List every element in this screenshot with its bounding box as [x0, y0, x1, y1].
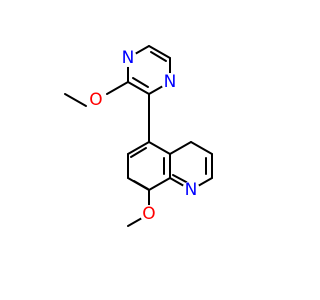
bond-pyz-c2-c3 [127, 81, 150, 95]
atom-label-o-methoxy-top: O [89, 90, 102, 110]
bond-q-c4a-c5 [148, 141, 171, 155]
bond-pyz-c5-c6 [148, 45, 171, 59]
label-layer: N N O N O [87, 48, 200, 224]
atom-label-n-pyrazine-4: N [122, 48, 135, 68]
molecule-structure-diagram: N N O N O [64, 45, 213, 227]
bond-o-ch3-top [64, 93, 87, 107]
bond-layer [64, 45, 213, 227]
bond-q-n1-c8a-inner [172, 174, 189, 184]
atom-label-n-pyrazine-1: N [164, 72, 177, 92]
atom-label-o-methoxy-bottom: O [142, 204, 155, 224]
bond-q-c4a-c4 [169, 141, 192, 155]
atom-label-n-quinoline: N [185, 180, 198, 200]
bond-q-c7-c8-inner [133, 180, 149, 190]
bond-pyz-c2-c3-inner [132, 77, 149, 88]
bond-pyz-c5-c6-inner [150, 51, 167, 62]
bond-q-c5-c6-inner [130, 147, 147, 158]
bond-q-c4-c3 [190, 141, 213, 155]
bond-q-c5-c6 [127, 141, 150, 155]
bond-c3-o-top [106, 81, 129, 95]
bond-q-c8-c8a [148, 177, 171, 191]
